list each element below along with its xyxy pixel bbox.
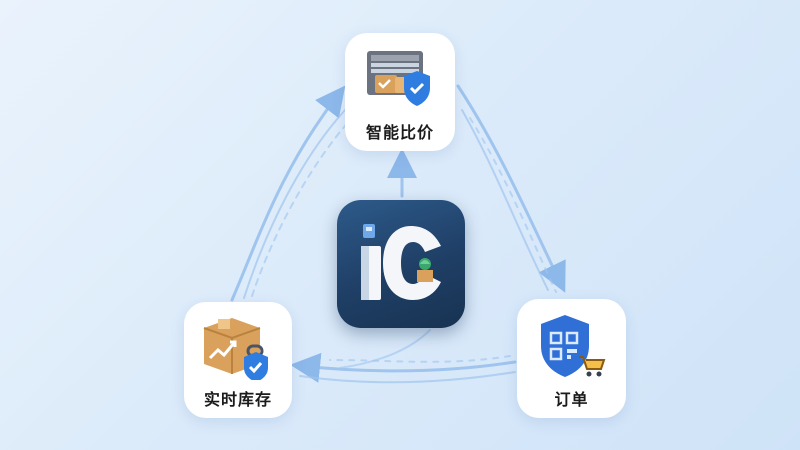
- warehouse-shield-icon: [367, 51, 430, 106]
- box-shield-icon: [203, 318, 268, 380]
- flow-inventory-to-compare: [230, 85, 351, 302]
- ic-app-logo[interactable]: [337, 200, 465, 328]
- node-smart-price-compare[interactable]: 智能比价: [345, 33, 455, 151]
- node-label-inventory: 实时库存: [203, 390, 272, 409]
- ic-app-logo-icon: [361, 224, 441, 300]
- flow-compare-to-orders: [456, 84, 566, 293]
- flow-orders-to-inventory: [290, 329, 517, 384]
- node-label-compare: 智能比价: [365, 123, 434, 142]
- node-label-orders: 订单: [554, 390, 589, 409]
- node-realtime-inventory[interactable]: 实时库存: [184, 302, 292, 418]
- barcode-cart-icon: [541, 315, 606, 377]
- node-orders[interactable]: 订单: [517, 299, 626, 418]
